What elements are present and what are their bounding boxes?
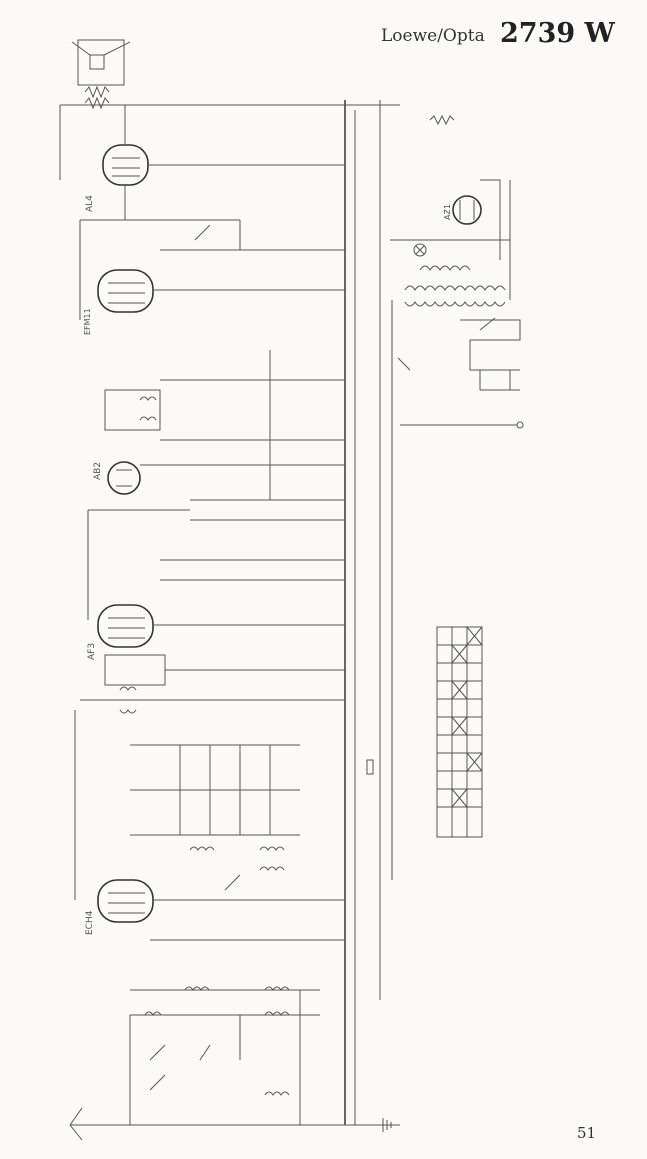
tuning-section <box>130 744 374 891</box>
tube-label-az1: AZ1 <box>443 204 452 220</box>
page-number: 51 <box>577 1124 597 1142</box>
power-supply: AZ1 <box>390 114 524 429</box>
detector-tube-ab2: AB2 <box>87 350 345 620</box>
tube-label-al4: AL4 <box>85 195 95 212</box>
mixer-tube-ech4: ECH4 <box>74 710 345 1125</box>
tube-label-efm11: EFM11 <box>83 308 92 335</box>
manufacturer-title: Loewe/Opta <box>381 26 485 46</box>
if-tube-af3: AF3 <box>80 559 345 714</box>
antenna-ground <box>69 1107 392 1141</box>
af-tube-efm11: EFM11 <box>79 219 345 335</box>
tube-label-ech4: ECH4 <box>85 910 95 935</box>
wave-switch-table <box>436 626 483 838</box>
loudspeaker <box>71 39 131 110</box>
model-number: 2739 W <box>500 18 615 49</box>
tube-label-af3: AF3 <box>87 643 97 660</box>
tube-label-ab2: AB2 <box>93 462 103 480</box>
output-tube-al4: AL4 <box>85 105 345 220</box>
supply-rails <box>59 100 400 1126</box>
